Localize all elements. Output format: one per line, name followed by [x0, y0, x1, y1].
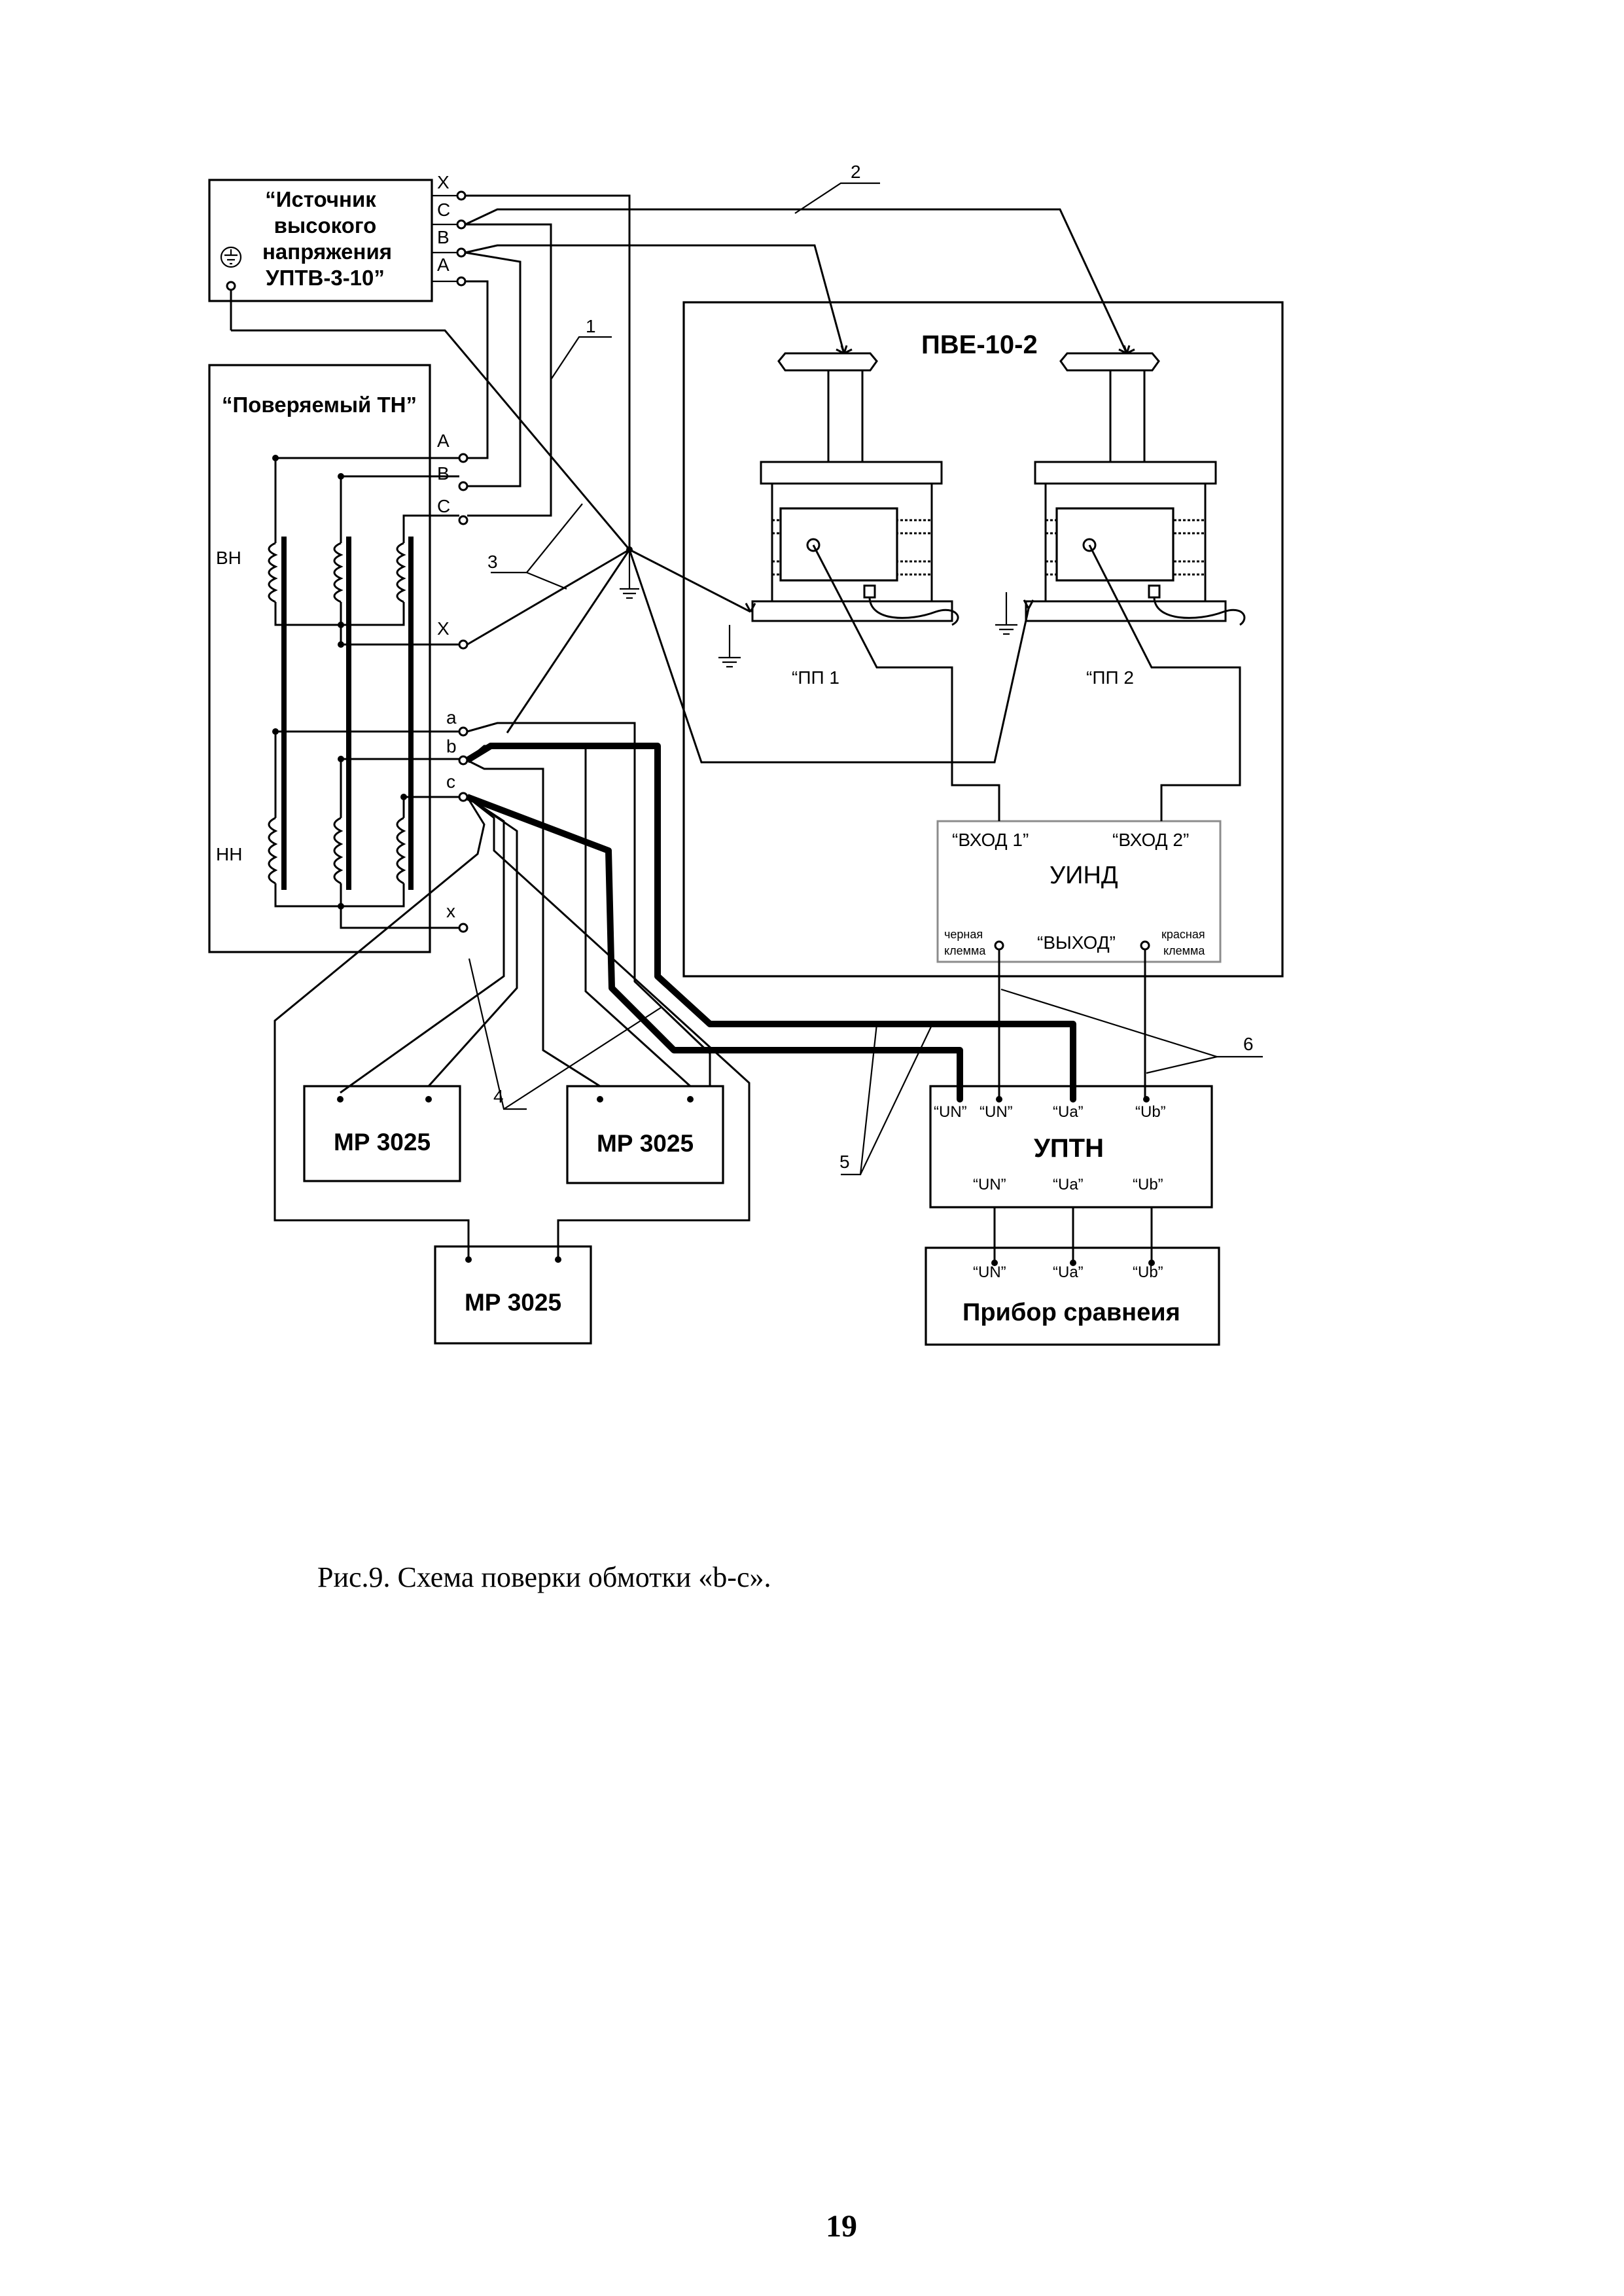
tn-hv-terminal-a	[458, 453, 468, 463]
comparator-title: Прибор сравнеия	[962, 1299, 1180, 1326]
uind-black-clamp-line-1: черная	[944, 928, 983, 941]
hv-source-title-line-1: “Источник	[265, 187, 376, 211]
callout-2: 2	[851, 162, 861, 182]
lv-winding-coil-a	[268, 817, 278, 885]
callout-1: 1	[586, 316, 596, 336]
callouts: 1 2 3 4 5 6	[468, 162, 1263, 1176]
mp3025-bottom: МР 3025	[434, 1245, 592, 1345]
uptn-top-terminal-ub: “Ub”	[1135, 1103, 1166, 1121]
hv-winding-coil-a	[268, 542, 278, 603]
uptn-top-terminal-un-2: “UN”	[980, 1103, 1013, 1121]
callout-5: 5	[839, 1152, 850, 1172]
uptn-bottom-terminal-un: “UN”	[973, 1176, 1006, 1193]
tn-lv-terminal-x	[458, 923, 468, 933]
callout-4: 4	[493, 1086, 504, 1106]
lv-winding-coil-c	[396, 817, 406, 885]
callout-6: 6	[1243, 1034, 1254, 1054]
pp1-sensor	[751, 352, 959, 626]
hv-winding-label: ВН	[216, 548, 241, 568]
uptn-bottom-terminal-ua: “Ua”	[1053, 1176, 1084, 1193]
hv-source-terminal-x-label: X	[437, 172, 450, 192]
mp3025-left: МР 3025	[303, 1085, 461, 1182]
uind-input-1-label: “ВХОД 1”	[952, 830, 1029, 850]
tn-hv-terminal-b	[458, 481, 468, 491]
tn-hv-terminal-a-label: A	[437, 431, 450, 451]
hv-source-title-line-4: УПТВ-3-10”	[266, 266, 385, 290]
pp1-label: “ПП 1	[792, 667, 839, 688]
mp3025-left-label: МР 3025	[334, 1129, 431, 1156]
hv-source-title-line-2: высокого	[274, 213, 377, 238]
tn-title: “Поверяемый ТН”	[222, 393, 417, 417]
tn-hv-terminal-c-label: C	[437, 496, 450, 516]
uind-title: УИНД	[1050, 862, 1118, 889]
comparator-terminal-ua: “Ua”	[1053, 1263, 1084, 1281]
hv-source-terminal-a-label: A	[437, 255, 450, 275]
ground-symbol-icon	[220, 246, 242, 268]
mp3025-bottom-label: МР 3025	[465, 1289, 561, 1316]
hv-source-terminal-x	[456, 190, 467, 201]
uind-output-label: “ВЫХОД”	[1037, 932, 1116, 953]
pp2-label: “ПП 2	[1086, 667, 1134, 688]
hv-source-title-line-3: напряжения	[262, 239, 392, 264]
hv-source-terminal-b	[456, 247, 467, 258]
tn-lv-terminal-a-label: a	[446, 707, 457, 728]
pp1-ground-icon	[718, 625, 741, 668]
uptn-block: “UN” “UN” “Ua” “Ub” УПТН “UN” “Ua” “Ub”	[929, 1085, 1213, 1209]
page-number: 19	[826, 2209, 857, 2244]
hv-source-terminal-b-label: B	[437, 227, 450, 247]
mp3025-middle: МР 3025	[566, 1085, 724, 1184]
uind-block: “ВХОД 1” “ВХОД 2” УИНД “ВЫХОД” черная кл…	[936, 820, 1222, 963]
uind-red-clamp-line-1: красная	[1161, 928, 1205, 941]
common-ground-icon	[620, 550, 639, 599]
pp2-ground-icon	[995, 592, 1017, 635]
hv-winding-coil-c	[396, 542, 406, 603]
comparator-terminal-ub: “Ub”	[1133, 1263, 1163, 1281]
tn-lv-terminal-c-label: c	[446, 771, 455, 792]
wiring	[230, 194, 1241, 1260]
comparator-terminal-un: “UN”	[973, 1263, 1006, 1281]
lv-winding-coil-b	[333, 817, 344, 885]
uind-black-clamp	[994, 940, 1004, 951]
hv-winding-coil-b	[333, 542, 344, 603]
tested-transformer-block: “Поверяемый ТН” ВН НН A B C X	[208, 364, 468, 953]
uptn-title: УПТН	[1034, 1134, 1104, 1163]
figure-caption: Рис.9. Схема поверки обмотки «b-c».	[317, 1561, 771, 1593]
uptn-top-terminal-un-1: “UN”	[934, 1103, 967, 1121]
uind-red-clamp	[1140, 940, 1150, 951]
tn-lv-terminal-c	[458, 792, 468, 802]
uind-black-clamp-line-2: клемма	[944, 944, 986, 957]
callout-3: 3	[487, 552, 498, 572]
tn-hv-terminal-c	[458, 515, 468, 525]
tn-hv-terminal-b-label: B	[437, 463, 450, 484]
tn-lv-terminal-x-label: x	[446, 901, 455, 921]
tn-hv-terminal-x-label: X	[437, 618, 450, 639]
tn-hv-terminal-x	[458, 639, 468, 650]
hv-source-terminal-c-label: C	[437, 200, 450, 220]
pp2-sensor	[1025, 352, 1246, 626]
uptn-bottom-terminal-ub: “Ub”	[1133, 1176, 1163, 1193]
comparator-block: “UN” “Ua” “Ub” Прибор сравнеия	[925, 1246, 1220, 1346]
uind-red-clamp-line-2: клемма	[1163, 944, 1205, 957]
hv-source-ground-terminal	[226, 281, 236, 291]
tn-lv-terminal-b-label: b	[446, 736, 457, 756]
tn-lv-terminal-a	[458, 726, 468, 737]
uptn-top-terminal-ua: “Ua”	[1053, 1103, 1084, 1121]
lv-winding-label: НН	[216, 844, 242, 864]
uind-input-2-label: “ВХОД 2”	[1112, 830, 1189, 850]
hv-source-terminal-a	[456, 276, 467, 287]
hv-source-terminal-c	[456, 219, 467, 230]
mp3025-middle-label: МР 3025	[597, 1130, 694, 1157]
hv-source-block: “Источник высокого напряжения УПТВ-3-10”…	[208, 172, 467, 302]
pve-title: ПВЕ-10-2	[921, 330, 1038, 359]
